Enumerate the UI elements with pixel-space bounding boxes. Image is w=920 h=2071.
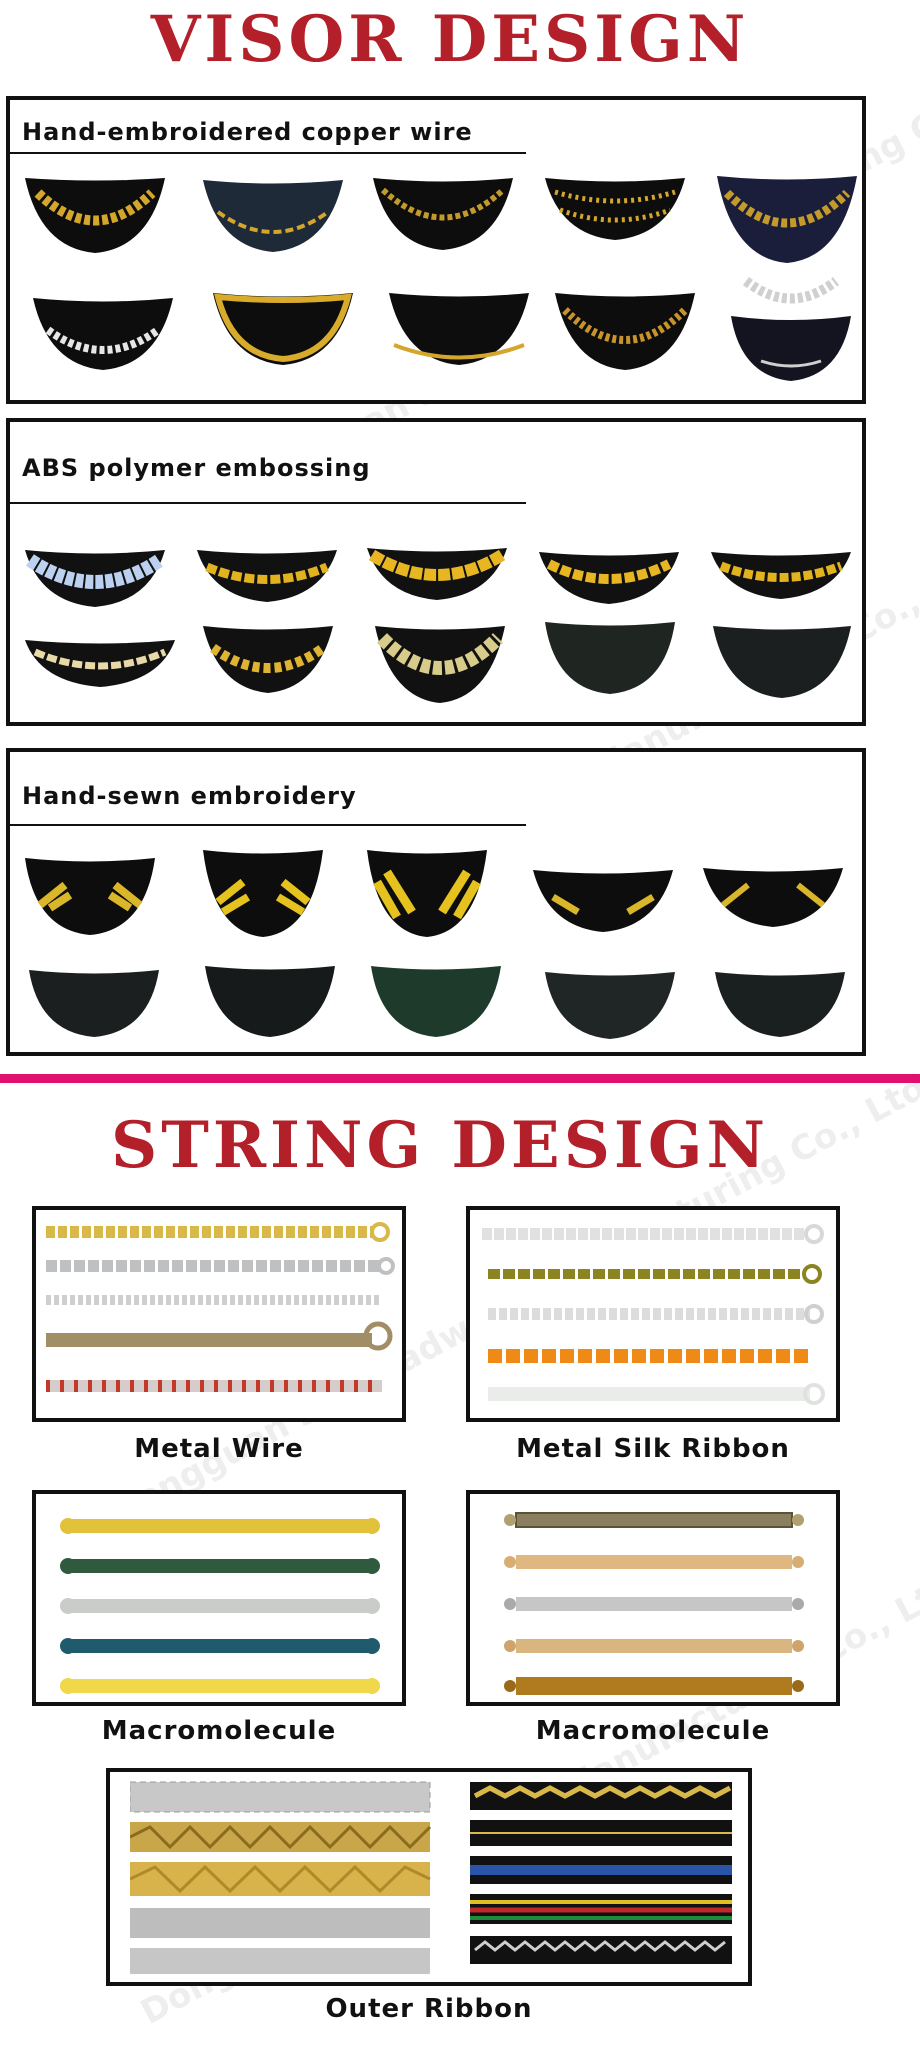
cord-image <box>504 1512 804 1695</box>
visor-image <box>539 552 679 604</box>
cord-image <box>46 1222 395 1392</box>
visor-image <box>203 626 333 693</box>
visor-image <box>25 550 165 607</box>
caption-macromolecule-left: Macromolecule <box>101 1716 337 1746</box>
visor-image <box>545 622 675 694</box>
cord-image <box>482 1224 825 1405</box>
visor-image <box>703 868 843 927</box>
visor-image <box>197 550 337 602</box>
visor-image <box>205 966 335 1037</box>
title-underline <box>10 502 526 504</box>
caption-macromolecule-right: Macromolecule <box>535 1716 771 1746</box>
caption-metal-wire: Metal Wire <box>134 1434 304 1464</box>
visor-image <box>25 640 175 687</box>
visor-image <box>373 178 513 250</box>
visor-image <box>389 293 529 365</box>
visor-image <box>545 972 675 1039</box>
visor-image <box>33 298 173 370</box>
section-divider <box>0 1074 920 1083</box>
string-panel-macromolecule-right <box>466 1490 840 1706</box>
visor-image <box>533 870 673 932</box>
visor-image <box>367 850 487 937</box>
string-panel-macromolecule-left <box>32 1490 406 1706</box>
visor-image <box>371 966 501 1037</box>
string-panel-outer-ribbon <box>106 1768 752 1986</box>
visor-image <box>203 180 343 252</box>
visor-image <box>545 178 685 240</box>
string-panel-metal-wire <box>32 1206 406 1422</box>
visor-image <box>29 970 159 1037</box>
visor-panel-abs-embossing: ABS polymer embossing <box>6 418 866 726</box>
visor-image <box>731 276 851 381</box>
visor-panel-copper-wire: Hand-embroidered copper wire <box>6 96 866 404</box>
caption-metal-silk-ribbon: Metal Silk Ribbon <box>516 1434 790 1464</box>
title-underline <box>10 152 526 154</box>
visor-image <box>711 552 851 599</box>
visor-image <box>555 293 695 370</box>
visor-image <box>203 850 323 937</box>
visor-image <box>25 858 155 935</box>
visor-image <box>715 972 845 1037</box>
cord-image <box>60 1518 380 1694</box>
panel-title: ABS polymer embossing <box>22 454 371 482</box>
visor-image <box>213 293 353 365</box>
panel-title: Hand-sewn embroidery <box>22 782 357 810</box>
ribbon-image <box>130 1781 732 1974</box>
visor-panel-hand-sewn: Hand-sewn embroidery <box>6 748 866 1056</box>
string-design-heading: STRING DESIGN <box>111 1108 769 1183</box>
visor-image <box>717 176 857 263</box>
visor-image <box>25 178 165 253</box>
visor-image <box>375 626 505 703</box>
caption-outer-ribbon: Outer Ribbon <box>325 1994 533 2024</box>
visor-image <box>367 548 507 600</box>
title-underline <box>10 824 526 826</box>
visor-design-heading: VISOR DESIGN <box>150 2 750 77</box>
visor-image <box>713 626 851 698</box>
string-panel-metal-silk-ribbon <box>466 1206 840 1422</box>
panel-title: Hand-embroidered copper wire <box>22 118 473 146</box>
